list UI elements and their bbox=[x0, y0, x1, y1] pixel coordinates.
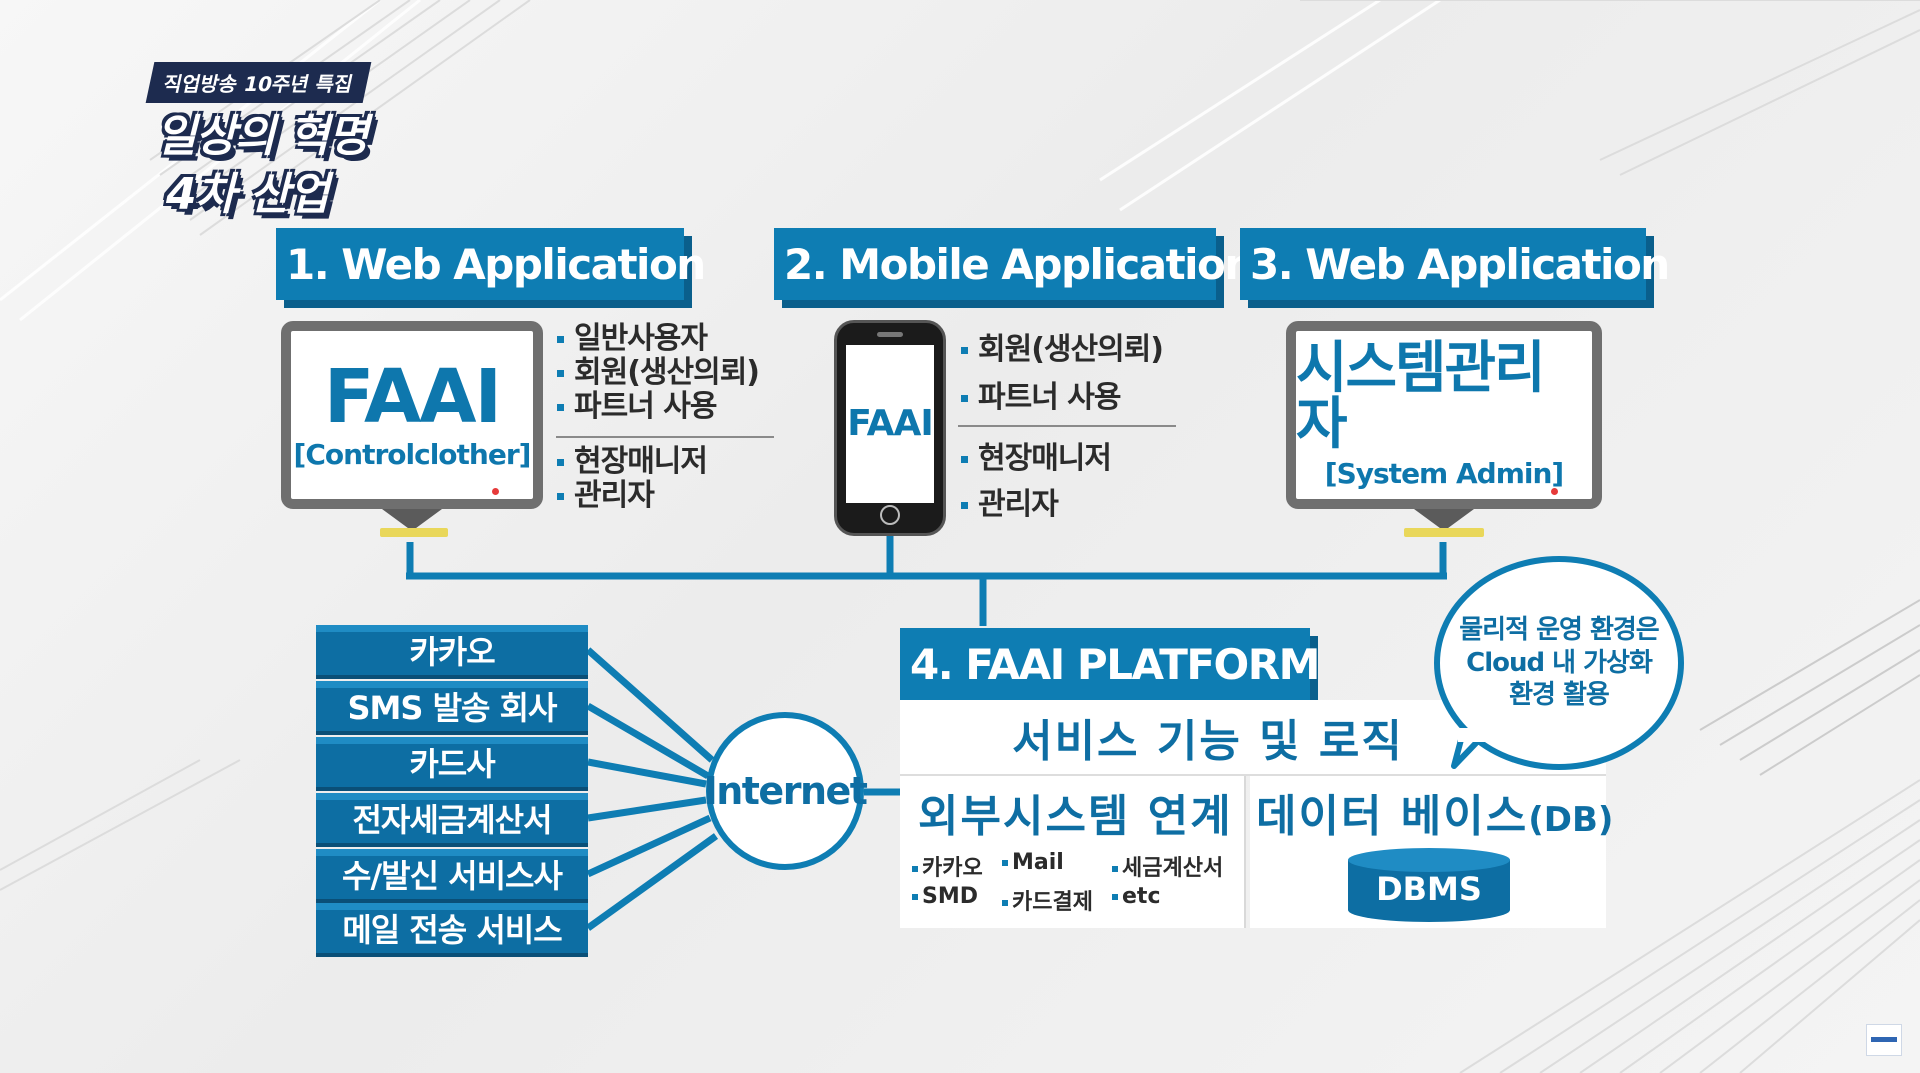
database-title: 데이터 베이스(DB) bbox=[1256, 780, 1613, 844]
monitor-system-admin: 시스템관리자 [System Admin] bbox=[1286, 321, 1602, 509]
list-item: 세금계산서 bbox=[1112, 850, 1223, 882]
list-item: 회원(생산의뢰) bbox=[961, 326, 1164, 374]
service-logic-label: 서비스 기능 및 로직 bbox=[1012, 716, 1404, 767]
service-kakao: 카카오 bbox=[316, 625, 588, 675]
database-cylinder-icon: DBMS bbox=[1348, 848, 1510, 922]
power-led-icon bbox=[1551, 488, 1558, 495]
list-item: Mail bbox=[1002, 850, 1064, 875]
internet-node: Internet bbox=[704, 712, 868, 870]
smartphone-icon: FAAI bbox=[834, 320, 946, 536]
divider bbox=[556, 436, 774, 438]
list-item: 회원(생산의뢰) bbox=[557, 356, 760, 390]
phone-title: FAAI bbox=[847, 403, 934, 444]
speaker-icon bbox=[877, 332, 903, 337]
list-item: 파트너 사용 bbox=[961, 374, 1163, 422]
external-link-panel: 외부시스템 연계 카카오 Mail 세금계산서 SMD 카드결제 etc bbox=[900, 776, 1246, 928]
bubble-line: 물리적 운영 환경은 bbox=[1459, 615, 1659, 646]
service-sms: SMS 발송 회사 bbox=[316, 681, 588, 731]
monitor-web-app-1: FAAI [Controlclother] bbox=[281, 321, 543, 509]
service-mail: 메일 전송 서비스 bbox=[316, 903, 588, 953]
logo-title-line1: 일상의 혁명 bbox=[156, 111, 369, 162]
bubble-line: 환경 활용 bbox=[1509, 680, 1610, 711]
database-title-main: 데이터 베이스 bbox=[1256, 791, 1529, 842]
monitor1-subtitle: [Controlclother] bbox=[293, 437, 532, 471]
dbms-label: DBMS bbox=[1376, 870, 1482, 908]
banner-mobile-application: 2. Mobile Application bbox=[774, 228, 1254, 300]
logo-title-line2: 4차 산업 bbox=[166, 169, 329, 220]
list-item: 카드결제 bbox=[1002, 884, 1093, 916]
list-item: 현장매니저 bbox=[961, 436, 1112, 482]
mobile-app-users-bottom: 현장매니저 관리자 bbox=[961, 436, 1112, 528]
banner-web-application-1: 1. Web Application bbox=[276, 228, 706, 300]
monitor1-base-icon bbox=[380, 528, 448, 537]
bubble-line: Cloud 내 가상화 bbox=[1466, 647, 1653, 678]
power-led-icon bbox=[492, 488, 499, 495]
list-item: etc bbox=[1112, 884, 1160, 909]
monitor3-stand-icon bbox=[1414, 509, 1474, 531]
banner-web-application-3: 3. Web Application bbox=[1240, 228, 1670, 300]
program-logo: 직업방송 10주년 특집 일상의 혁명 4차 산업 bbox=[145, 62, 380, 222]
bubble-tail-fill bbox=[1458, 728, 1488, 742]
mobile-app-users-top: 회원(생산의뢰) 파트너 사용 bbox=[961, 326, 1164, 422]
banner-faai-platform: 4. FAAI PLATFORM bbox=[900, 628, 1320, 700]
list-item: 카카오 bbox=[912, 850, 983, 882]
web-app1-users-bottom: 현장매니저 관리자 bbox=[557, 445, 708, 513]
logo-subtitle: 직업방송 10주년 특집 bbox=[145, 62, 372, 103]
service-card: 카드사 bbox=[316, 737, 588, 787]
divider bbox=[958, 425, 1176, 427]
list-item: 일반사용자 bbox=[557, 322, 759, 356]
service-e-tax-invoice: 전자세금계산서 bbox=[316, 793, 588, 843]
monitor1-title: FAAI bbox=[323, 353, 502, 440]
phone-screen: FAAI bbox=[846, 345, 934, 503]
external-link-title: 외부시스템 연계 bbox=[918, 791, 1233, 842]
list-item: 현장매니저 bbox=[557, 445, 708, 479]
monitor3-subtitle: [System Admin] bbox=[1324, 456, 1564, 490]
monitor3-base-icon bbox=[1404, 528, 1484, 537]
web-app1-users-top: 일반사용자 회원(생산의뢰) 파트너 사용 bbox=[557, 322, 760, 424]
broadcaster-logo-icon bbox=[1866, 1024, 1902, 1056]
monitor3-title: 시스템관리자 bbox=[1296, 335, 1546, 457]
database-title-suffix: (DB) bbox=[1528, 800, 1614, 840]
list-item: SMD bbox=[912, 884, 978, 909]
list-item: 관리자 bbox=[961, 482, 1111, 528]
service-call: 수/발신 서비스사 bbox=[316, 849, 588, 899]
list-item: 관리자 bbox=[557, 479, 707, 513]
list-item: 파트너 사용 bbox=[557, 390, 759, 424]
home-button-icon bbox=[880, 505, 900, 525]
monitor1-stand-icon bbox=[382, 509, 442, 531]
